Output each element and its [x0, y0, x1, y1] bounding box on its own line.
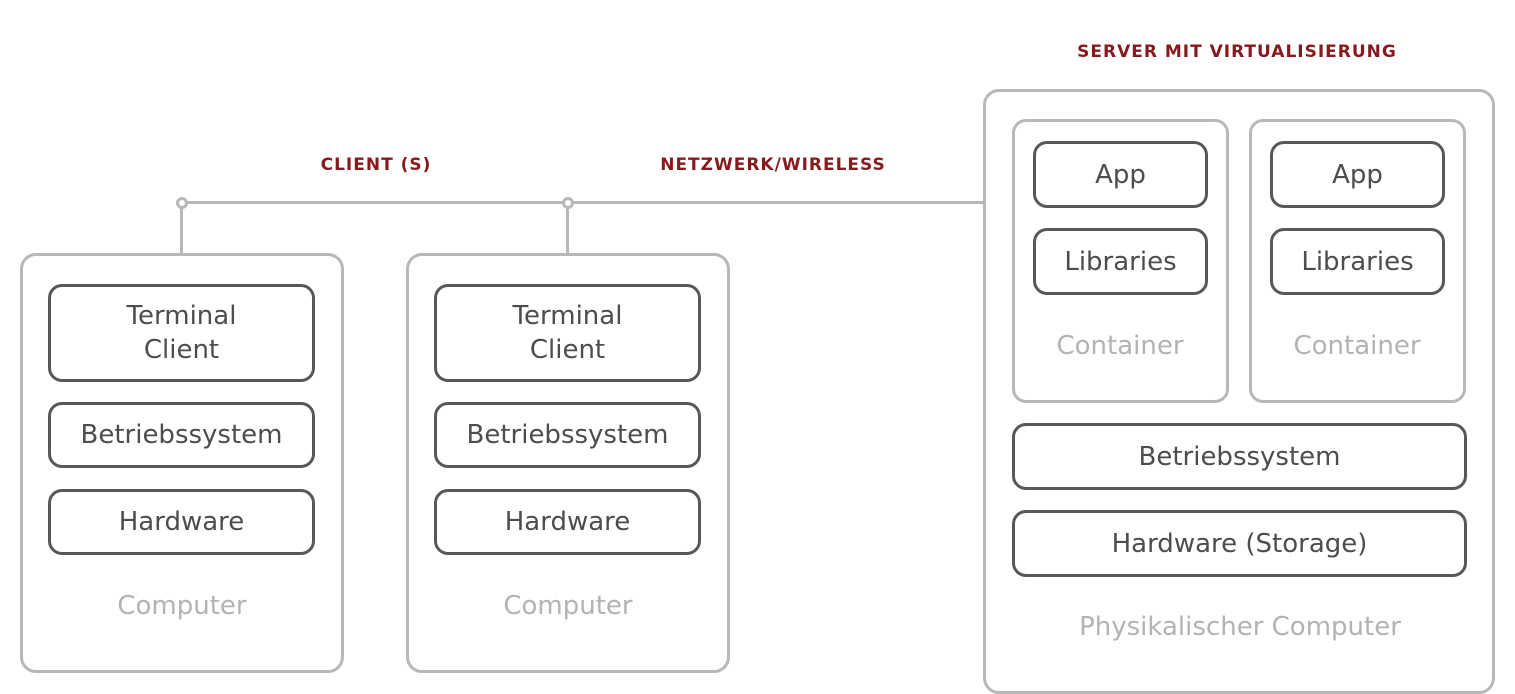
client-1-caption: Computer — [117, 591, 247, 621]
layer-label: Hardware (Storage) — [1111, 528, 1368, 559]
layer-label: App — [1095, 159, 1146, 190]
server-heading: SERVER MIT VIRTUALISIERUNG — [1077, 42, 1397, 62]
server-hardware-storage: Hardware (Storage) — [1012, 510, 1467, 577]
client-2-betriebssystem: Betriebssystem — [434, 402, 701, 468]
client-2-caption: Computer — [503, 591, 633, 621]
client-2-terminal-client: Terminal Client — [434, 284, 701, 382]
client-2-connector — [566, 203, 569, 255]
container-1-libraries: Libraries — [1033, 228, 1208, 295]
container-1-caption: Container — [1056, 331, 1184, 361]
layer-label: Hardware — [118, 507, 245, 537]
server-caption: Physikalischer Computer — [1079, 612, 1401, 642]
client-1-hardware: Hardware — [48, 489, 315, 555]
layer-label: Hardware — [504, 507, 631, 537]
layer-label: Betriebssystem — [1138, 441, 1341, 472]
client-1-node-icon — [176, 197, 188, 209]
container-2-libraries: Libraries — [1270, 228, 1445, 295]
network-heading: NETZWERK/WIRELESS — [660, 155, 886, 175]
container-2-app: App — [1270, 141, 1445, 208]
client-2-hardware: Hardware — [434, 489, 701, 555]
client-1-betriebssystem: Betriebssystem — [48, 402, 315, 468]
server-betriebssystem: Betriebssystem — [1012, 423, 1467, 490]
container-1-app: App — [1033, 141, 1208, 208]
layer-label: Betriebssystem — [80, 420, 283, 450]
network-line — [182, 201, 985, 204]
layer-label: Libraries — [1064, 246, 1177, 277]
layer-label: Libraries — [1301, 246, 1414, 277]
clients-heading: CLIENT (S) — [320, 155, 432, 175]
layer-label: Terminal Client — [126, 301, 237, 365]
layer-label: Betriebssystem — [466, 420, 669, 450]
layer-label: App — [1332, 159, 1383, 190]
container-2-caption: Container — [1293, 331, 1421, 361]
layer-label: Terminal Client — [512, 301, 623, 365]
client-1-connector — [180, 203, 183, 255]
client-1-terminal-client: Terminal Client — [48, 284, 315, 382]
client-2-node-icon — [562, 197, 574, 209]
